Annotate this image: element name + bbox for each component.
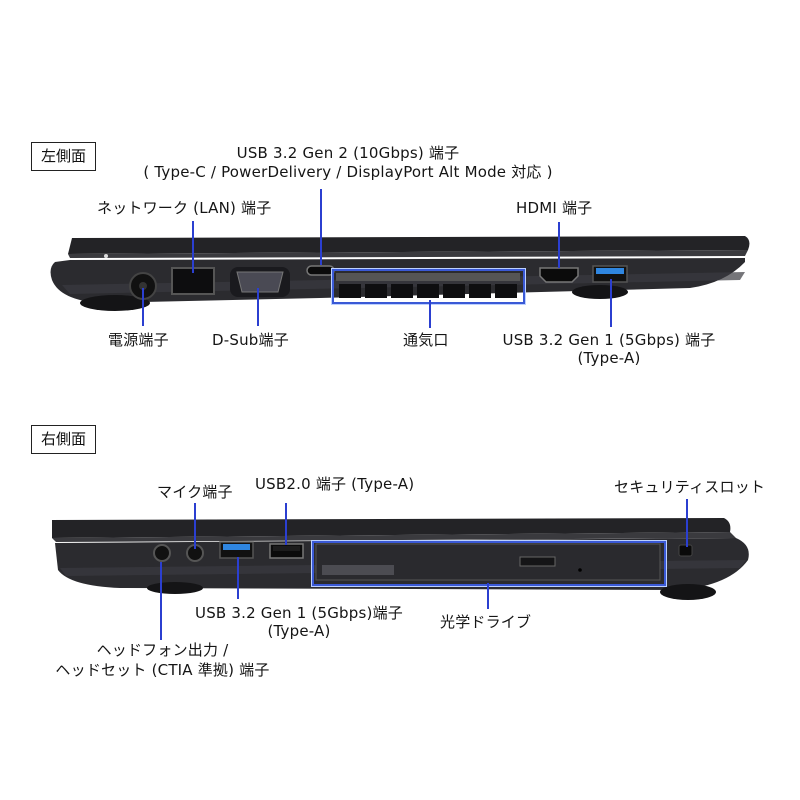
usb-c-label-line2: ( Type-C / PowerDelivery / DisplayPort A… bbox=[143, 163, 553, 181]
headphone-label-line1: ヘッドフォン出力 / bbox=[96, 641, 229, 659]
usb-a-left-label-line1: USB 3.2 Gen 1 (5Gbps) 端子 bbox=[502, 331, 716, 349]
left-side-laptop-image bbox=[50, 236, 750, 311]
usb2-leader-line bbox=[285, 503, 287, 545]
usb-a-left-leader-line bbox=[610, 279, 612, 327]
lan-leader-line bbox=[192, 221, 194, 273]
headphone-leader-line bbox=[160, 562, 162, 640]
optical-callout-label: 光学ドライブ bbox=[440, 613, 532, 631]
optical-drive-highlight-box bbox=[312, 541, 666, 586]
usb-a-left-callout: USB 3.2 Gen 1 (5Gbps) 端子 (Type-A) bbox=[478, 332, 740, 367]
usb-a-right-leader-line bbox=[237, 557, 239, 599]
power-leader-line bbox=[142, 288, 144, 326]
usb2-callout-label: USB2.0 端子 (Type-A) bbox=[255, 475, 415, 493]
left-laptop-body-graphic bbox=[50, 236, 750, 311]
power-callout-label: 電源端子 bbox=[108, 331, 169, 349]
vent-callout-label: 通気口 bbox=[403, 331, 449, 349]
mic-callout-label: マイク端子 bbox=[157, 483, 233, 501]
dsub-callout-label: D-Sub端子 bbox=[212, 331, 289, 349]
optical-leader-line bbox=[487, 583, 489, 609]
usb-a-left-label-line2: (Type-A) bbox=[577, 349, 641, 367]
headphone-label-line2: ヘッドセット (CTIA 準拠) 端子 bbox=[55, 661, 270, 679]
usb-c-label-line1: USB 3.2 Gen 2 (10Gbps) 端子 bbox=[236, 144, 460, 162]
hdmi-leader-line bbox=[558, 222, 560, 268]
security-callout-label: セキュリティスロット bbox=[614, 478, 766, 496]
headphone-callout: ヘッドフォン出力 / ヘッドセット (CTIA 準拠) 端子 bbox=[40, 642, 285, 679]
mic-leader-line bbox=[194, 503, 196, 549]
dsub-leader-line bbox=[257, 288, 259, 326]
right-laptop-body-graphic bbox=[52, 518, 749, 600]
right-side-section-label: 右側面 bbox=[31, 425, 97, 454]
right-side-title: 右側面 bbox=[41, 430, 87, 448]
usb-c-callout: USB 3.2 Gen 2 (10Gbps) 端子 ( Type-C / Pow… bbox=[118, 145, 578, 181]
security-leader-line bbox=[686, 499, 688, 547]
right-side-laptop-image bbox=[0, 400, 800, 620]
usb-c-leader-line bbox=[320, 189, 322, 265]
hdmi-callout-label: HDMI 端子 bbox=[516, 199, 593, 217]
usb-a-right-label-line2: (Type-A) bbox=[267, 622, 331, 640]
lan-callout-label: ネットワーク (LAN) 端子 bbox=[97, 199, 272, 217]
left-side-section-label: 左側面 bbox=[31, 142, 97, 171]
usb-a-right-label-line1: USB 3.2 Gen 1 (5Gbps)端子 bbox=[195, 604, 403, 622]
vent-highlight-box bbox=[332, 269, 525, 304]
left-side-title: 左側面 bbox=[41, 147, 87, 165]
usb-a-right-callout: USB 3.2 Gen 1 (5Gbps)端子 (Type-A) bbox=[174, 605, 424, 640]
vent-leader-line bbox=[429, 300, 431, 328]
